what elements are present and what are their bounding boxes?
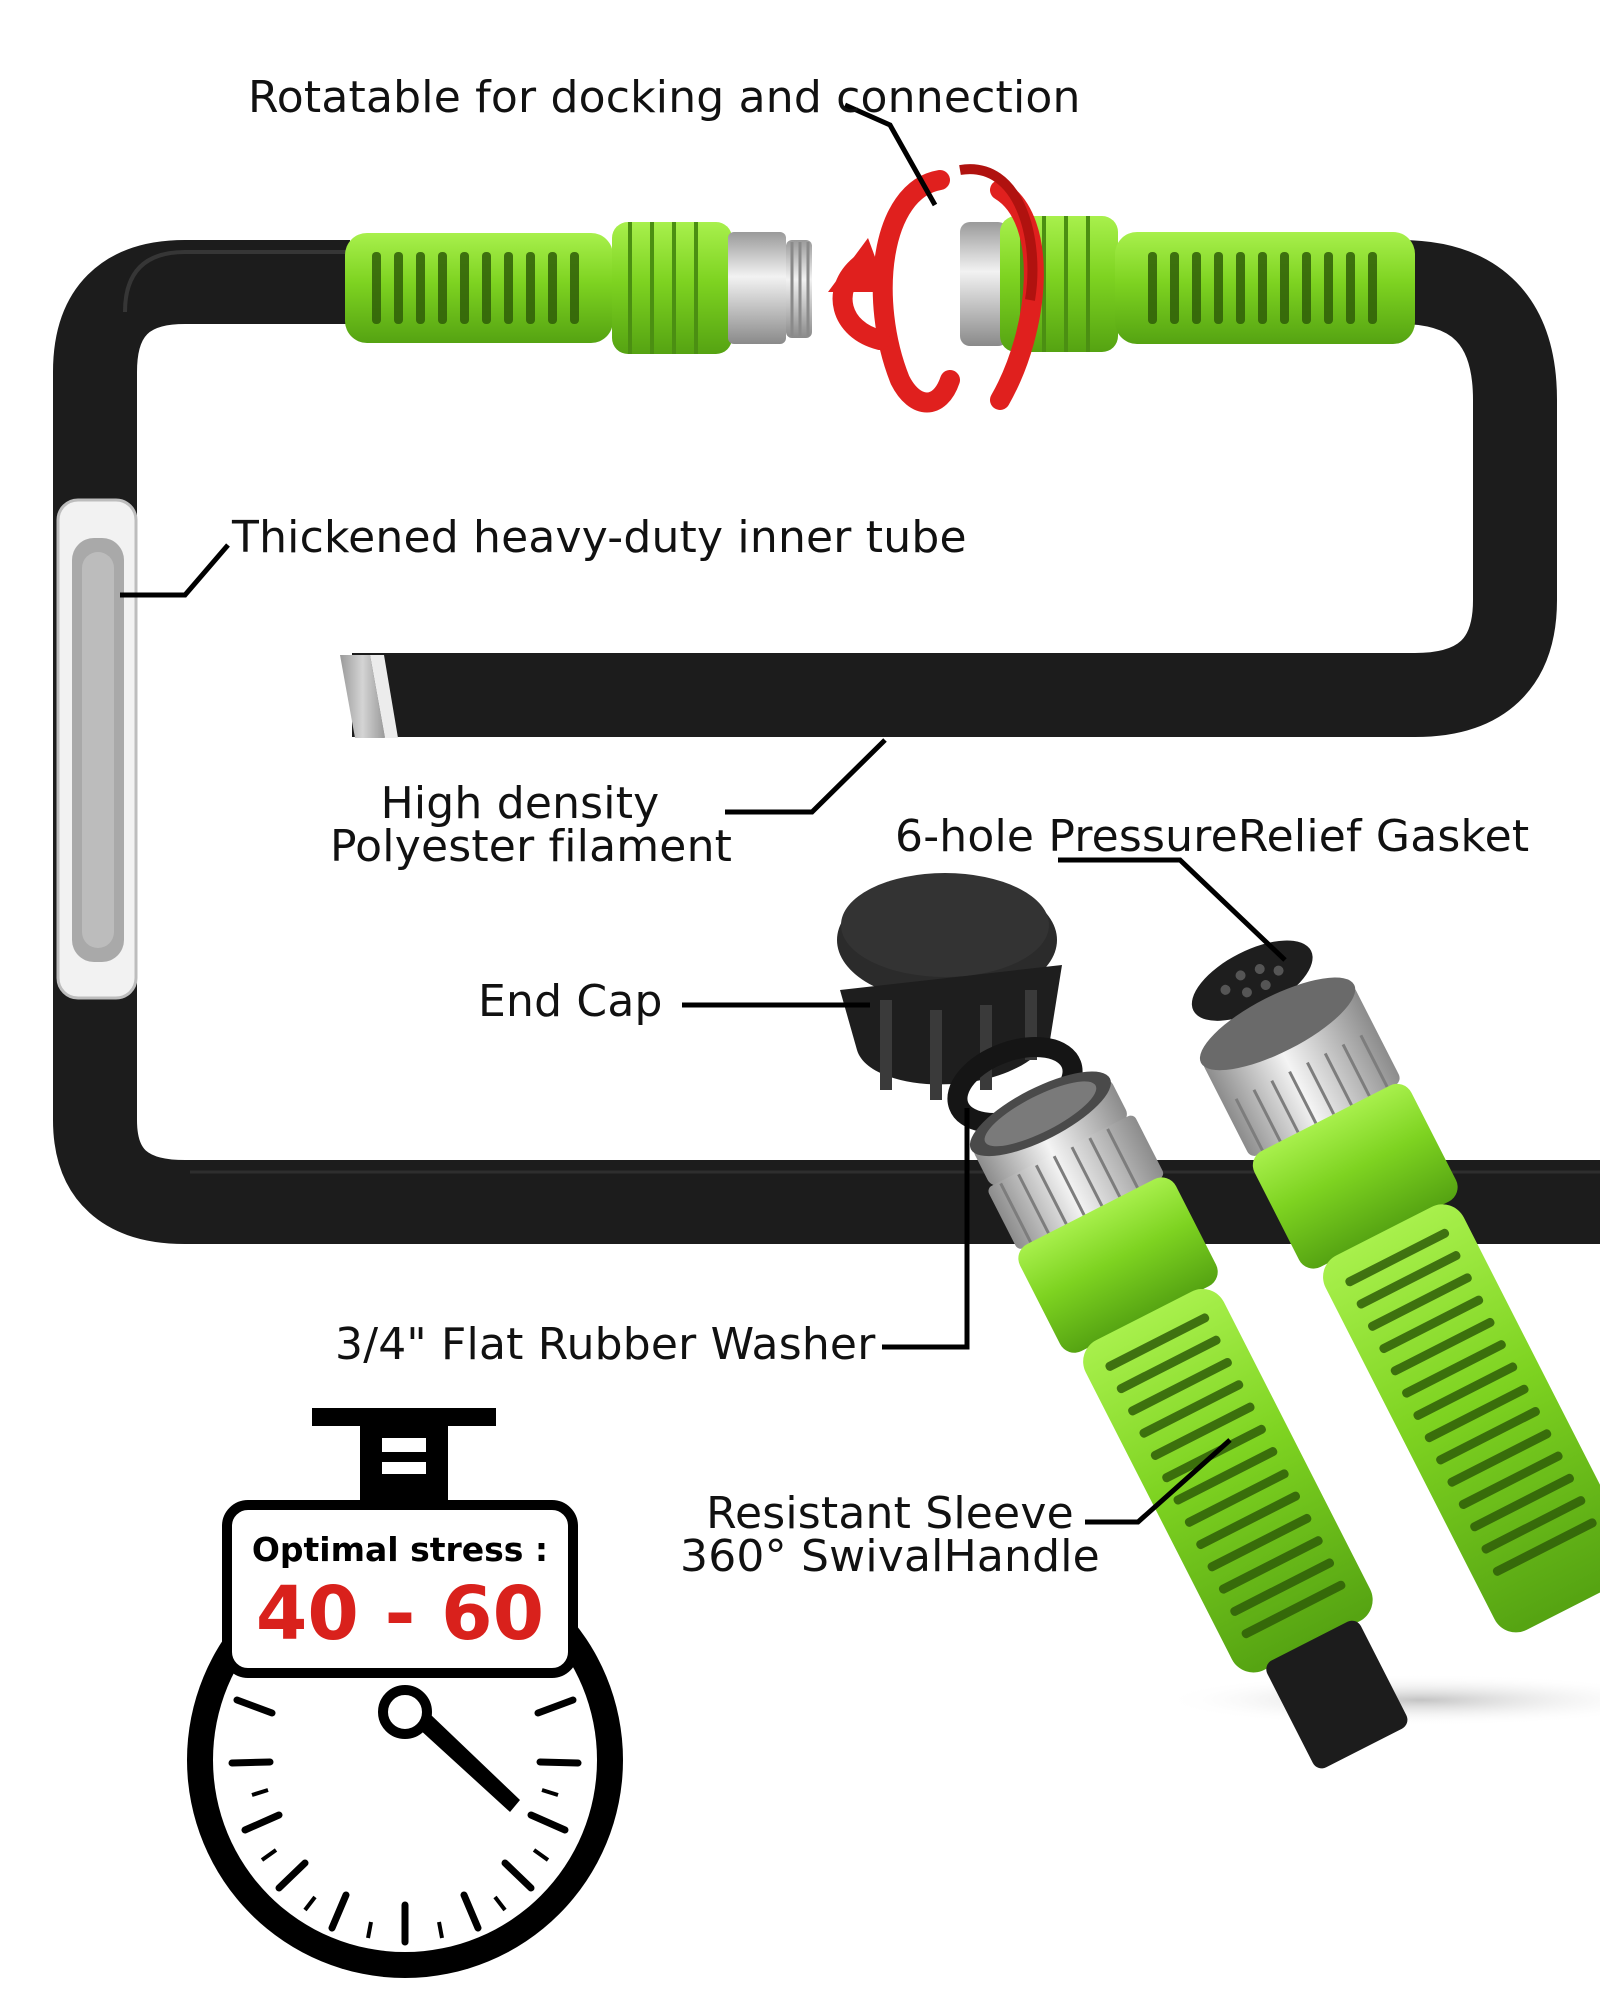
rotation-arrowhead xyxy=(828,238,888,292)
optimal-stress-value: 40 - 60 xyxy=(255,1571,545,1657)
lower-right-connector xyxy=(1191,940,1600,1633)
label-sleeve-line1: Resistant Sleeve xyxy=(706,1488,1074,1539)
optimal-stress-panel: Optimal stress : 40 - 60 xyxy=(222,1500,578,1678)
label-inner-tube: Thickened heavy-duty inner tube xyxy=(232,512,967,563)
label-gasket: 6-hole PressureRelief Gasket xyxy=(895,811,1530,862)
label-filament-line2: Polyester filament xyxy=(330,821,733,872)
optimal-stress-title: Optimal stress : xyxy=(251,1530,549,1569)
hose-upper-return xyxy=(352,240,1557,737)
leader-lines xyxy=(120,102,1287,1525)
label-sleeve-line2: 360° SwivalHandle xyxy=(680,1531,1100,1582)
label-rotatable: Rotatable for docking and connection xyxy=(248,72,1081,123)
lower-left-connector xyxy=(969,1071,1408,1769)
label-filament-line1: High density xyxy=(380,778,660,829)
top-left-connector xyxy=(345,222,812,354)
end-cap xyxy=(837,873,1062,1100)
label-end-cap: End Cap xyxy=(478,976,663,1027)
stopwatch-icon xyxy=(187,1408,623,1978)
label-washer: 3/4" Flat Rubber Washer xyxy=(335,1319,876,1370)
